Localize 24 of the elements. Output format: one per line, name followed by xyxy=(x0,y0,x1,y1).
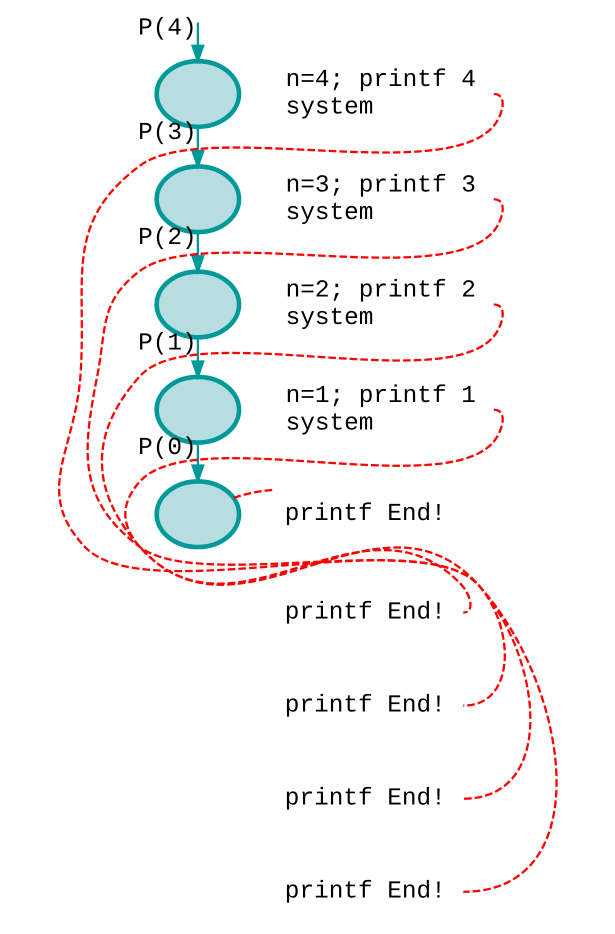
node-text: printf End! xyxy=(284,501,446,528)
edge-label: P(0) xyxy=(138,434,196,462)
arrow xyxy=(190,22,204,64)
edge-label: P(1) xyxy=(138,330,196,358)
edge-label: P(2) xyxy=(138,225,196,252)
node-text: n=2; printf 2 system xyxy=(285,278,476,332)
connector xyxy=(58,93,558,893)
node-text: printf End! xyxy=(284,692,446,720)
node-text: printf End! xyxy=(284,878,446,906)
connector xyxy=(100,304,506,707)
edge-label: P(3) xyxy=(138,120,196,147)
connector xyxy=(232,488,272,499)
node-text: printf End! xyxy=(284,599,446,626)
arrow xyxy=(190,232,204,276)
connector xyxy=(86,198,531,800)
edge-label: P(4) xyxy=(138,15,196,42)
node-text: n=1; printf 1 system xyxy=(285,382,476,438)
node-text: n=3; printf 3 system xyxy=(285,172,476,227)
arrow xyxy=(190,338,204,380)
node-circle xyxy=(154,479,241,550)
arrow xyxy=(190,127,204,170)
node-text: n=4; printf 4 system xyxy=(285,67,476,122)
node-text: printf End! xyxy=(284,786,446,813)
arrow xyxy=(190,442,204,484)
